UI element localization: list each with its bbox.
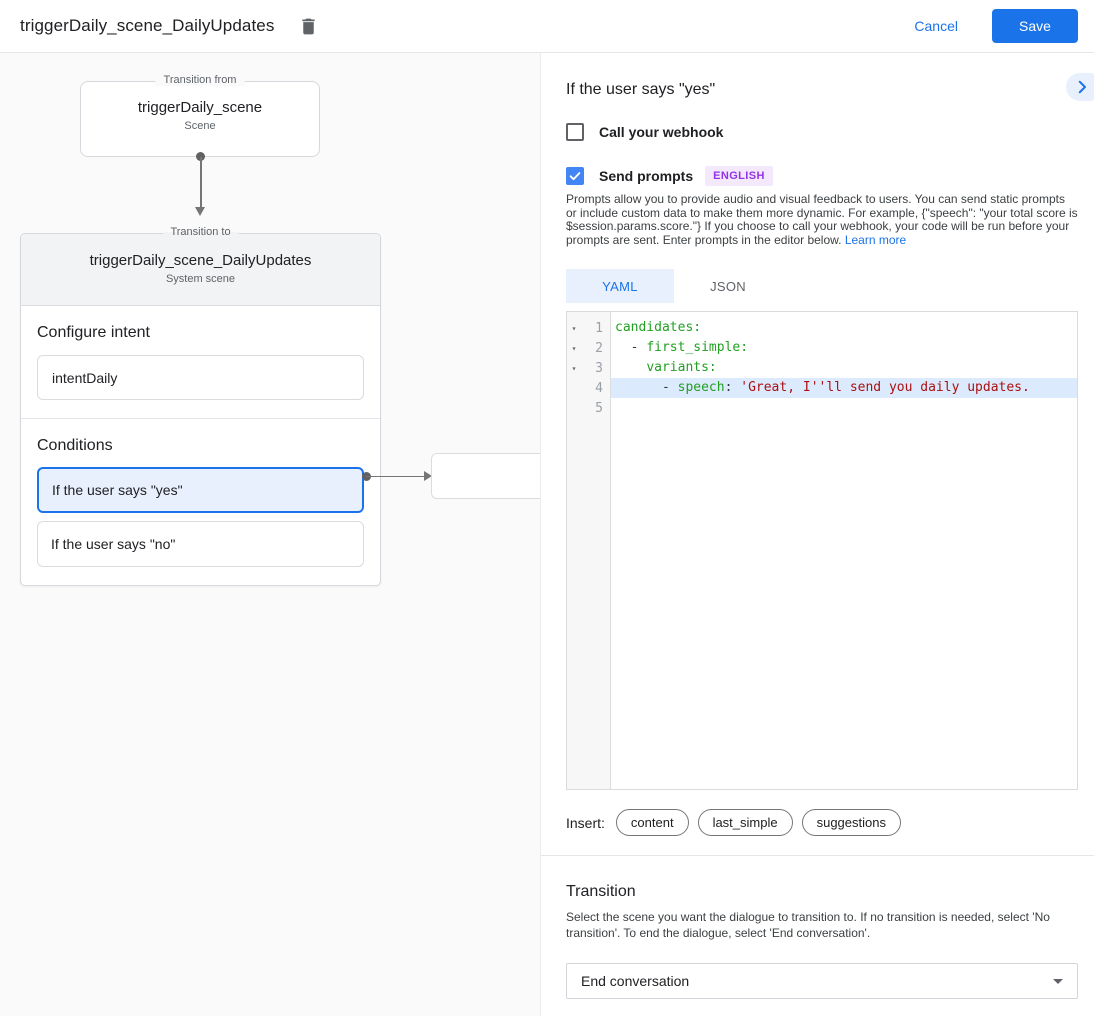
line-number: 3	[595, 360, 603, 376]
insert-label: Insert:	[566, 814, 605, 831]
top-bar: triggerDaily_scene_DailyUpdates Cancel S…	[0, 0, 1094, 53]
line-number: 1	[595, 320, 603, 336]
from-scene-type: Scene	[184, 120, 216, 132]
code-line[interactable]	[611, 398, 1077, 418]
insert-chip[interactable]: last_simple	[697, 809, 793, 836]
configure-intent-section: Configure intent intentDaily	[21, 306, 380, 418]
call-webhook-label: Call your webhook	[599, 124, 724, 140]
transition-from-legend: Transition from	[155, 74, 245, 86]
trash-icon	[298, 16, 319, 37]
to-scene-type: System scene	[165, 273, 236, 285]
transition-select[interactable]: End conversation	[566, 963, 1078, 999]
code-token: -	[615, 340, 647, 355]
line-number: 2	[595, 340, 603, 356]
gutter-row: 5	[567, 398, 610, 418]
collapse-panel-button[interactable]	[1066, 73, 1094, 101]
code-token: -	[615, 380, 678, 395]
gutter-row: ▾3	[567, 358, 610, 378]
arrow-right-icon	[424, 471, 432, 481]
condition-editor-pane: If the user says "yes" Call your webhook…	[541, 53, 1094, 1016]
gutter-row: 4	[567, 378, 610, 398]
format-tabs: YAML JSON	[566, 269, 1078, 303]
scene-diagram-pane: Transition from triggerDaily_scene Scene…	[0, 53, 541, 1016]
transition-heading: Transition	[566, 883, 636, 900]
code-line[interactable]: - first_simple:	[611, 338, 1077, 358]
conditions-section: Conditions If the user says "yes" If the…	[21, 418, 380, 585]
code-token: speech	[677, 380, 725, 395]
page-title: triggerDaily_scene_DailyUpdates	[20, 16, 275, 35]
call-webhook-checkbox[interactable]	[566, 123, 584, 141]
from-scene-name: triggerDaily_scene	[137, 99, 263, 116]
fold-arrow-icon[interactable]: ▾	[571, 363, 577, 373]
editor-code-area[interactable]: candidates: - first_simple: variants: - …	[611, 312, 1077, 789]
prompts-description-text: Prompts allow you to provide audio and v…	[566, 192, 1078, 247]
send-prompts-label: Send prompts	[599, 168, 694, 184]
code-token: first_simple:	[646, 340, 749, 355]
connector-line-horizontal	[366, 475, 425, 477]
transition-select-value: End conversation	[581, 973, 690, 989]
gutter-row: ▾2	[567, 338, 610, 358]
condition-item-yes[interactable]: If the user says "yes"	[37, 467, 364, 513]
tab-json[interactable]: JSON	[674, 269, 782, 303]
to-scene-name: triggerDaily_scene_DailyUpdates	[89, 252, 312, 269]
code-token: :	[724, 380, 741, 395]
code-token	[615, 360, 646, 375]
insert-chips: content last_simple suggestions	[615, 809, 901, 836]
language-badge: ENGLISH	[705, 166, 773, 186]
transition-to-legend: Transition to	[162, 226, 239, 238]
fold-arrow-icon[interactable]: ▾	[571, 343, 577, 353]
line-number: 4	[595, 380, 603, 396]
connector-line-vertical	[200, 157, 202, 207]
insert-chip[interactable]: content	[615, 809, 689, 836]
configure-intent-heading: Configure intent	[37, 324, 150, 341]
code-line[interactable]: variants:	[611, 358, 1077, 378]
check-icon	[568, 169, 582, 183]
cancel-button[interactable]: Cancel	[914, 18, 958, 34]
send-prompts-row: Send prompts ENGLISH	[566, 166, 1078, 186]
transition-description: Select the scene you want the dialogue t…	[566, 910, 1050, 940]
chevron-down-icon	[1053, 978, 1063, 984]
intent-item[interactable]: intentDaily	[37, 355, 364, 400]
insert-chip[interactable]: suggestions	[801, 809, 901, 836]
learn-more-link[interactable]: Learn more	[844, 232, 907, 247]
save-button[interactable]: Save	[992, 9, 1078, 43]
gutter-row: ▾1	[567, 318, 610, 338]
section-divider	[541, 855, 1094, 856]
fold-arrow-icon[interactable]: ▾	[571, 323, 577, 333]
webhook-row: Call your webhook	[566, 123, 1078, 141]
code-token: candidates:	[615, 320, 702, 335]
insert-row: Insert: content last_simple suggestions	[566, 809, 1078, 836]
code-line[interactable]: candidates:	[611, 318, 1077, 338]
conditions-heading: Conditions	[37, 437, 113, 454]
tab-yaml[interactable]: YAML	[566, 269, 674, 303]
code-token: 'Great, I''ll send you daily updates.	[740, 380, 1030, 395]
condition-title: If the user says "yes"	[566, 81, 716, 98]
line-number: 5	[595, 400, 603, 416]
connector-dot	[196, 152, 205, 161]
scene-card-header[interactable]: triggerDaily_scene_DailyUpdates System s…	[21, 234, 380, 306]
delete-scene-button[interactable]	[296, 14, 320, 38]
transition-to-node: Transition to triggerDaily_scene_DailyUp…	[20, 226, 381, 586]
chevron-right-icon	[1073, 78, 1091, 96]
condition-item-no[interactable]: If the user says "no"	[37, 521, 364, 567]
send-prompts-checkbox[interactable]	[566, 167, 584, 185]
prompts-description: Prompts allow you to provide audio and v…	[566, 192, 1078, 247]
arrow-down-icon	[195, 207, 205, 216]
code-line[interactable]: - speech: 'Great, I''ll send you daily u…	[611, 378, 1077, 398]
code-token: variants:	[646, 360, 717, 375]
transition-from-node[interactable]: Transition from triggerDaily_scene Scene	[80, 74, 320, 157]
condition-target-node[interactable]	[431, 453, 540, 499]
